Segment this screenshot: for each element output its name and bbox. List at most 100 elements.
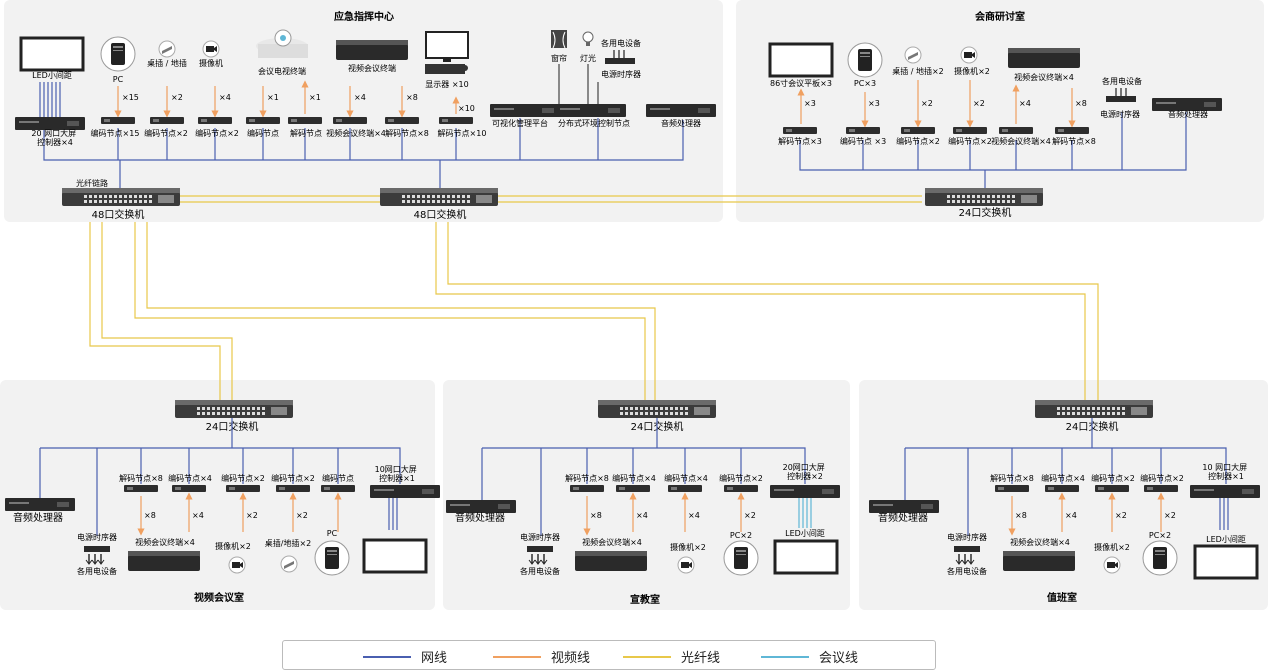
cmd-conftv-label: 会议电视终端: [258, 66, 306, 76]
sem-vct-label: 视频会议终端×4: [1014, 72, 1074, 82]
tr-enc4a-label: 编码节点×4: [612, 473, 656, 483]
legend: 网线 视频线 光纤线 会议线: [282, 640, 936, 670]
vr-n2b: ×2: [296, 511, 308, 520]
seminar-network-bus: [799, 112, 1187, 192]
dr-ctrl-label: 10 网口大屏 控制器×1: [1202, 462, 1249, 481]
cmd-n15: ×15: [122, 93, 139, 102]
cmd-n8: ×8: [406, 93, 418, 102]
dr-enc4-label: 编码节点×4: [1041, 473, 1085, 483]
camera-icon: [1103, 556, 1121, 574]
decoder-node: [288, 117, 322, 124]
sem-enc2a-label: 编码节点×2: [896, 136, 940, 146]
cmd-n4b: ×4: [354, 93, 366, 102]
legend-meeting: 会议线: [761, 647, 858, 666]
decoder-node: [995, 485, 1029, 492]
seminar-video-links: [797, 80, 1076, 128]
room-title-duty: 值班室: [1047, 591, 1077, 604]
cmd-enc-label: 编码节点: [247, 128, 279, 138]
switch-24-port-seminar: [925, 188, 1043, 206]
pc-icon: [314, 540, 350, 576]
sem-audio-label: 音频处理器: [1168, 109, 1208, 119]
fiber-links: [89, 195, 1099, 400]
vr-backup-label: 各用电设备: [77, 566, 117, 576]
cmd-visual-label: 可视化管理平台: [492, 118, 548, 128]
decoder-node: [570, 485, 604, 492]
cmd-n10: ×10: [458, 104, 475, 113]
cmd-dec8-label: 解码节点×8: [385, 128, 429, 138]
camera-icon: [202, 40, 220, 58]
dr-camera-label: 摄像机×2: [1094, 542, 1130, 552]
tr-meeting-cables: [798, 498, 812, 528]
room-title-command: 应急指挥中心: [334, 10, 394, 23]
legend-meeting-label: 会议线: [819, 651, 859, 666]
cmd-ctrl-label: 20 网口大屏 控制器×4: [31, 128, 78, 147]
camera-icon: [228, 556, 246, 574]
vr-enc2a-label: 编码节点×2: [221, 473, 265, 483]
encoder-node: [198, 117, 232, 124]
tr-n2: ×2: [744, 511, 756, 520]
cmd-audio-label: 音频处理器: [661, 118, 701, 128]
vr-n4: ×4: [192, 511, 204, 520]
duty-network-bus: [904, 418, 1227, 536]
vc-terminal-node: [999, 127, 1033, 134]
camera-icon: [677, 556, 695, 574]
encoder-node: [246, 117, 280, 124]
decoder-node: [124, 485, 158, 492]
tr-n8: ×8: [590, 511, 602, 520]
encoder-node: [226, 485, 260, 492]
vc-terminal-icon: [1003, 551, 1075, 571]
pc-icon: [723, 540, 759, 576]
tr-ctrl-line2: 控制器×2: [787, 471, 823, 481]
legend-network-label: 网线: [421, 651, 448, 666]
dr-enc2b-label: 编码节点×2: [1140, 473, 1184, 483]
conference-tv-icon: [256, 29, 308, 58]
cmd-pc-label: PC: [113, 75, 124, 84]
audio-processor-device: [869, 500, 939, 513]
vc-terminal-icon: [575, 551, 647, 571]
sem-socket-label: 桌插 / 地插×2: [892, 66, 944, 76]
dr-pc-label: PC×2: [1149, 531, 1171, 540]
tr-enc4b-label: 编码节点×4: [664, 473, 708, 483]
led-screen-icon: [19, 36, 85, 72]
cmd-dec10-label: 解码节点×10: [438, 128, 487, 138]
legend-network: 网线: [363, 647, 447, 666]
encoder-node: [101, 117, 135, 124]
dr-dec8-label: 解码节点×8: [990, 473, 1034, 483]
env-control-device: [556, 104, 626, 117]
vr-socket-label: 桌插/地插×2: [265, 538, 312, 548]
teaching-video-links: [583, 492, 745, 536]
screen-controller-device: [370, 485, 440, 498]
sem-n3b: ×3: [868, 99, 880, 108]
dr-enc2a-label: 编码节点×2: [1091, 473, 1135, 483]
switch-48-port-1: [62, 188, 180, 206]
led-screen-icon: [1193, 544, 1259, 580]
display-screen-icon: [362, 538, 428, 574]
dr-ctrl-line1: 10 网口大屏: [1202, 462, 1247, 472]
video-room-video-links: [137, 492, 342, 536]
encoder-node: [724, 485, 758, 492]
cmd-display-label: 显示器 ×10: [425, 80, 468, 89]
vr-enc2b-label: 编码节点×2: [271, 473, 315, 483]
legend-fiber-label: 光纤线: [681, 651, 721, 666]
vr-n8: ×8: [144, 511, 156, 520]
vr-enc-label: 编码节点: [322, 473, 354, 483]
vr-pc-label: PC: [327, 529, 338, 538]
sem-enc3-label: 编码节点 ×3: [840, 136, 886, 146]
sem-n4: ×4: [1019, 99, 1031, 108]
dr-n2a: ×2: [1115, 511, 1127, 520]
encoder-node: [1144, 485, 1178, 492]
vr-powerseq-label: 电源时序器: [77, 532, 117, 542]
vr-led-cables: [388, 498, 398, 530]
led-cables: [39, 82, 61, 118]
legend-video: 视频线: [493, 647, 590, 666]
room-title-teaching: 宣教室: [630, 593, 660, 606]
sem-tablet-label: 86寸会议平板×3: [770, 78, 832, 88]
cmd-n1b: ×1: [309, 93, 321, 102]
light-bulb-icon: [582, 31, 594, 46]
room-title-seminar: 会商研讨室: [975, 10, 1025, 23]
socket-icon: [158, 40, 176, 58]
vr-n2a: ×2: [246, 511, 258, 520]
switch-24-port-duty: [1035, 400, 1153, 418]
dr-n8: ×8: [1015, 511, 1027, 520]
audio-processor-device: [446, 500, 516, 513]
